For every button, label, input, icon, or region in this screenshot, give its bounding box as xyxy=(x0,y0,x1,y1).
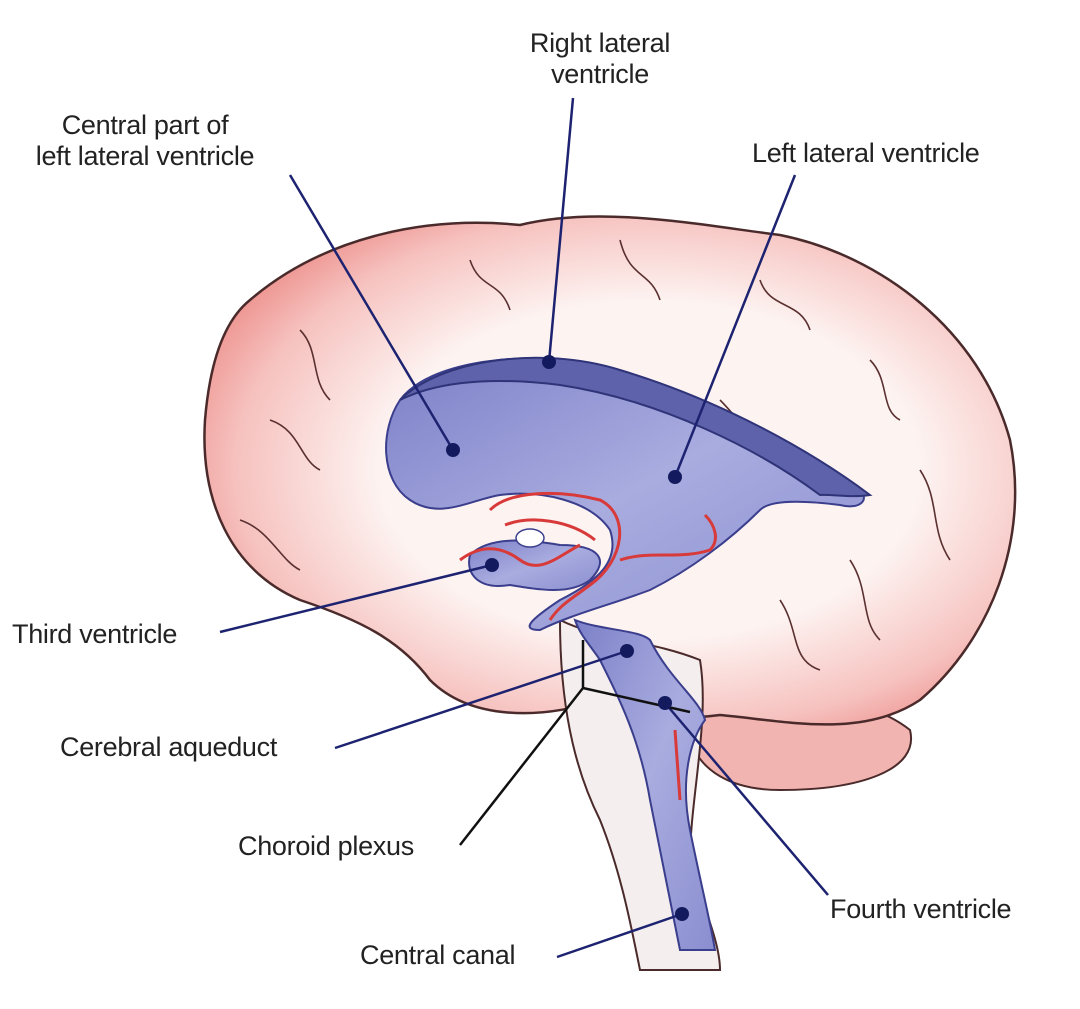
label-central-canal: Central canal xyxy=(360,940,516,970)
label-central-part: Central part of left lateral ventricle xyxy=(0,110,290,172)
choroid-leader xyxy=(459,640,691,846)
label-choroid-plexus: Choroid plexus xyxy=(238,831,414,861)
label-line: Right lateral xyxy=(529,28,671,58)
label-line: ventricle xyxy=(551,59,649,89)
label-line: left lateral ventricle xyxy=(35,141,255,171)
label-dots xyxy=(446,355,689,921)
label-right-lateral-ventricle: Right lateral ventricle xyxy=(500,28,700,90)
white-space-thalamus xyxy=(515,528,545,548)
cortex-folds xyxy=(239,239,951,671)
label-fourth-ventricle: Fourth ventricle xyxy=(830,894,1012,924)
label-line: Central part of xyxy=(61,110,229,140)
label-third-ventricle: Third ventricle xyxy=(12,619,178,649)
label-cerebral-aqueduct: Cerebral aqueduct xyxy=(60,732,278,762)
right-lateral-ventricle-edge xyxy=(399,356,873,498)
choroid-plexus-vessels xyxy=(459,492,717,801)
label-left-lateral-ventricle: Left lateral ventricle xyxy=(752,138,980,168)
leader-lines xyxy=(219,97,829,959)
aqueduct-fourth-ventricle-shape xyxy=(573,618,717,951)
